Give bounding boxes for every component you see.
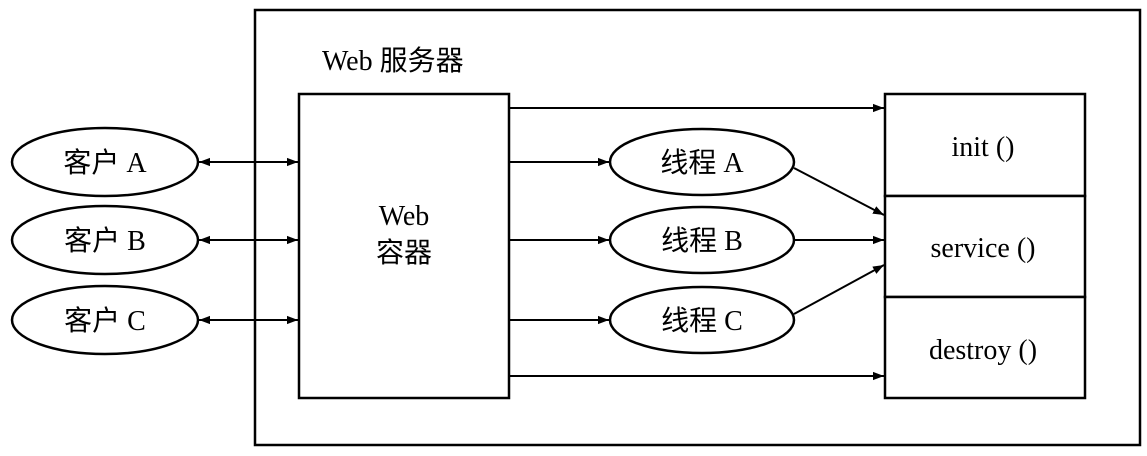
client-b-ellipse bbox=[10, 204, 200, 276]
method-init-label: init () bbox=[952, 132, 1015, 163]
thread-a-label: 线程 A bbox=[660, 147, 744, 179]
client-b-label: 客户 B bbox=[64, 225, 146, 257]
thread-b: 线程 B bbox=[608, 205, 796, 275]
web-container-box bbox=[297, 92, 511, 400]
method-service-box bbox=[883, 194, 1087, 299]
client-a: 客户 A bbox=[10, 126, 200, 198]
client-c-ellipse bbox=[10, 284, 200, 356]
thread-a: 线程 A bbox=[608, 127, 796, 197]
thread-c-service-arrow bbox=[793, 264, 885, 315]
web-container-label-line2: 容器 bbox=[376, 237, 432, 269]
thread-c-ellipse bbox=[608, 285, 796, 355]
method-destroy-box bbox=[883, 295, 1087, 400]
client-c: 客户 C bbox=[10, 284, 200, 356]
method-init-box bbox=[883, 92, 1087, 198]
thread-a-service-arrow bbox=[793, 167, 885, 216]
thread-c-label: 线程 C bbox=[661, 305, 743, 337]
web-container-label-line1: Web bbox=[379, 201, 430, 232]
method-destroy-label: destroy () bbox=[929, 335, 1037, 366]
client-c-label: 客户 C bbox=[64, 305, 146, 337]
client-b: 客户 B bbox=[10, 204, 200, 276]
method-service-label: service () bbox=[931, 233, 1036, 264]
web-server-frame bbox=[253, 8, 1142, 447]
client-a-ellipse bbox=[10, 126, 200, 198]
thread-c: 线程 C bbox=[608, 285, 796, 355]
thread-a-ellipse bbox=[608, 127, 796, 197]
client-a-label: 客户 A bbox=[63, 147, 147, 179]
thread-b-label: 线程 B bbox=[661, 225, 743, 257]
web-server-title: Web 服务器 bbox=[322, 45, 464, 77]
